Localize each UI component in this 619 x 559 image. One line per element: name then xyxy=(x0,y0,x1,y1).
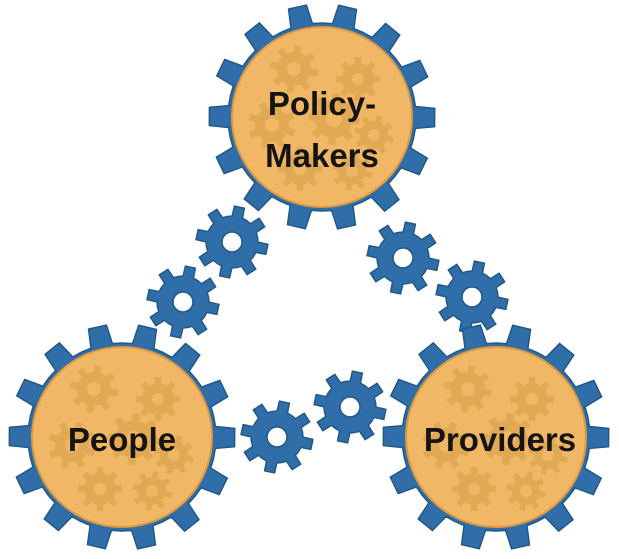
node-label-line1: Policy- xyxy=(268,85,376,122)
inner-gear-icon xyxy=(354,115,394,155)
inner-gear-icon xyxy=(528,435,568,475)
inner-gear-icon xyxy=(70,365,118,413)
inner-gear-icon xyxy=(270,45,318,93)
policy-makers-node: Policy- Makers xyxy=(208,4,436,230)
inner-gear-icon xyxy=(78,467,122,511)
inner-gear-icon xyxy=(482,413,534,465)
inner-gear-icon xyxy=(452,467,496,511)
inner-gear-icon xyxy=(422,421,470,469)
inner-gear-icon xyxy=(336,57,380,101)
connector-gear-icon xyxy=(313,370,387,444)
inner-gears-icon xyxy=(48,365,194,511)
people-node: People xyxy=(8,324,236,550)
node-label: People xyxy=(68,421,176,458)
connector-gear-icon xyxy=(146,265,220,339)
inner-gear-icon xyxy=(248,101,296,149)
inner-gear-icon xyxy=(332,151,372,191)
inner-gear-icon xyxy=(506,471,546,511)
inner-gear-icon xyxy=(308,93,360,145)
node-label: Providers xyxy=(424,421,576,458)
inner-gear-icon xyxy=(510,377,554,421)
connector-gears xyxy=(146,205,509,474)
inner-gears-icon xyxy=(248,45,394,191)
connector-gear-icon xyxy=(435,260,509,334)
connector-gear-icon xyxy=(366,221,440,295)
node-label-line2: Makers xyxy=(265,137,379,174)
inner-gear-icon xyxy=(108,413,160,465)
inner-gears-icon xyxy=(422,365,568,511)
inner-gear-icon xyxy=(444,365,492,413)
inner-gear-icon xyxy=(132,471,172,511)
providers-node: Providers xyxy=(382,324,610,550)
connector-gear-icon xyxy=(195,205,269,279)
inner-gear-icon xyxy=(136,377,180,421)
inner-gear-icon xyxy=(278,147,322,191)
inner-gear-icon xyxy=(154,435,194,475)
connector-gear-icon xyxy=(240,400,314,474)
inner-gear-icon xyxy=(48,421,96,469)
